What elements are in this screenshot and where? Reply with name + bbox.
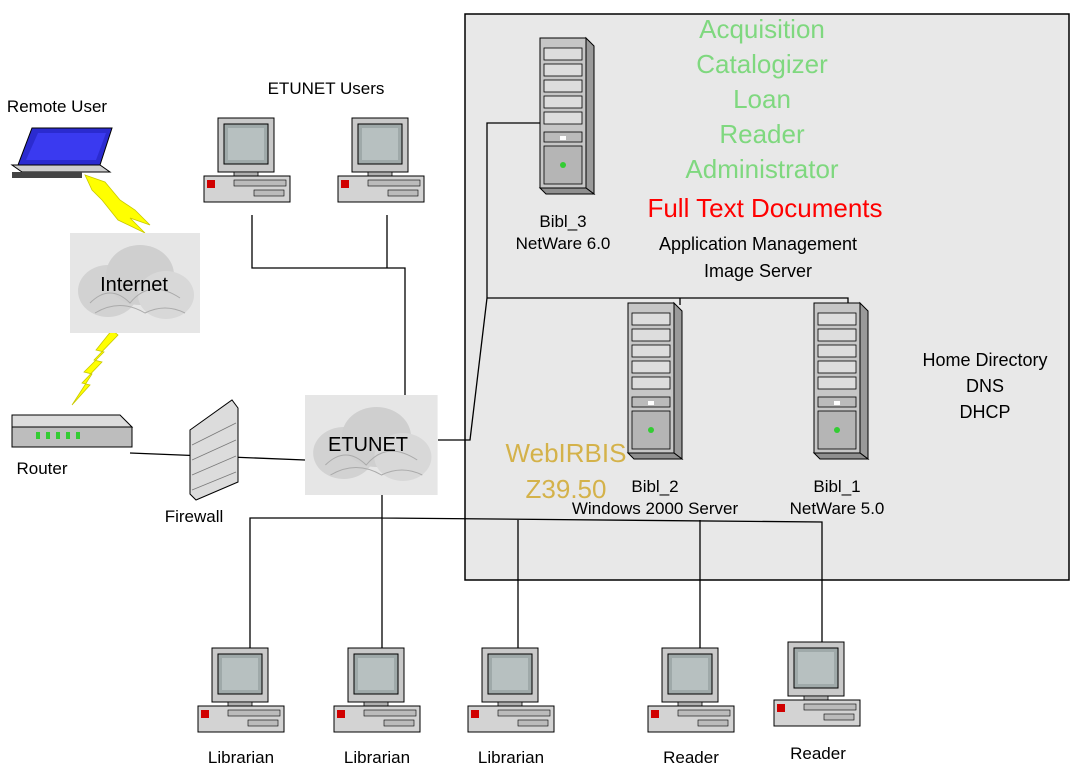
- image-server-label: Image Server: [704, 261, 812, 281]
- bibl3-server-icon: [539, 37, 595, 195]
- laptop-icon: [10, 127, 113, 178]
- etunet-user-pc-icon: [203, 117, 291, 203]
- full-text-documents-label: Full Text Documents: [647, 193, 882, 223]
- bibl1-name: Bibl_1: [813, 477, 860, 496]
- client-label-librarian: Librarian: [344, 748, 410, 767]
- app-acquisition: Acquisition: [699, 14, 825, 44]
- internet-label: Internet: [100, 274, 168, 296]
- router-label: Router: [16, 459, 67, 478]
- client-label-librarian: Librarian: [208, 748, 274, 767]
- bibl1-server-icon: [813, 302, 869, 460]
- reader-pc-icon: [773, 641, 861, 727]
- app-administrator: Administrator: [685, 154, 838, 184]
- etunet-users-label: ETUNET Users: [268, 79, 385, 98]
- client-label-librarian: Librarian: [478, 748, 544, 767]
- bibl2-name: Bibl_2: [631, 477, 678, 496]
- home-directory-label: Home Directory: [922, 350, 1047, 370]
- wan-link-icon: [71, 329, 119, 406]
- client-label-reader: Reader: [790, 744, 846, 763]
- librarian-pc-icon: [197, 647, 285, 733]
- reader-pc-icon: [647, 647, 735, 733]
- etunet-label: ETUNET: [328, 434, 408, 456]
- bibl2-server-icon: [627, 302, 683, 460]
- bibl1-os: NetWare 5.0: [790, 499, 885, 518]
- app-management-label: Application Management: [659, 234, 857, 254]
- z3950-label: Z39.50: [526, 474, 607, 504]
- bibl3-name: Bibl_3: [539, 212, 586, 231]
- router-icon: [11, 414, 134, 448]
- app-catalogizer: Catalogizer: [696, 49, 828, 79]
- bibl3-os: NetWare 6.0: [516, 234, 611, 253]
- app-reader: Reader: [719, 119, 805, 149]
- bibl2-os: Windows 2000 Server: [572, 499, 739, 518]
- dhcp-label: DHCP: [959, 402, 1010, 422]
- firewall-icon: [189, 399, 239, 501]
- remote-user-label: Remote User: [7, 97, 107, 116]
- librarian-pc-icon: [467, 647, 555, 733]
- librarian-pc-icon: [333, 647, 421, 733]
- webirbis-label: WebIRBIS: [506, 438, 627, 468]
- firewall-label: Firewall: [165, 507, 224, 526]
- network-links: [129, 122, 849, 660]
- client-label-reader: Reader: [663, 748, 719, 767]
- wireless-link-icon: [84, 174, 151, 234]
- dns-label: DNS: [966, 376, 1004, 396]
- etunet-user-pc-icon: [337, 117, 425, 203]
- app-loan: Loan: [733, 84, 791, 114]
